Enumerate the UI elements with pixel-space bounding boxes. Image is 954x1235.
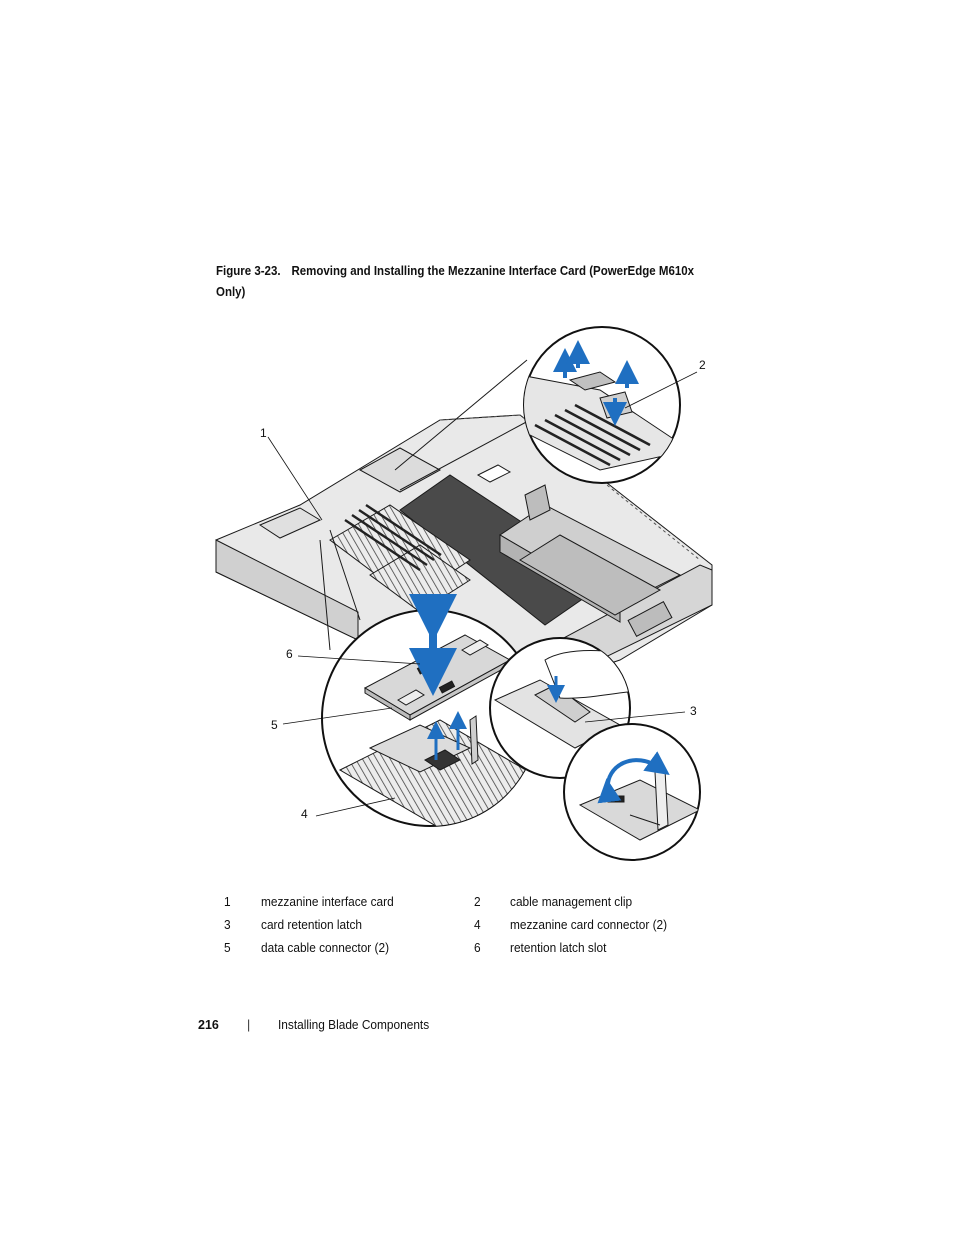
figure-caption: Figure 3-23.Removing and Installing the … bbox=[216, 261, 694, 303]
figure-title: Removing and Installing the Mezzanine In… bbox=[216, 264, 695, 299]
figure-number: Figure 3-23. bbox=[216, 264, 281, 278]
callout-5: 5 bbox=[271, 718, 278, 732]
legend-label: data cable connector (2) bbox=[261, 941, 390, 955]
rotate-arrow bbox=[597, 751, 670, 804]
callout-6: 6 bbox=[286, 647, 293, 661]
footer-separator: | bbox=[247, 1018, 251, 1032]
legend-number: 1 bbox=[224, 895, 231, 909]
legend-number: 5 bbox=[224, 941, 231, 955]
legend-label: retention latch slot bbox=[510, 941, 607, 955]
legend-number: 3 bbox=[224, 918, 231, 932]
blade-chassis bbox=[215, 414, 713, 701]
legend-number: 6 bbox=[474, 941, 481, 955]
legend-row: 3 card retention latch 4 mezzanine card … bbox=[216, 916, 736, 939]
insert-arrows-a bbox=[553, 340, 639, 426]
callout-leaders bbox=[267, 371, 698, 817]
section-title: Installing Blade Components bbox=[278, 1018, 430, 1032]
legend-row: 1 mezzanine interface card 2 cable manag… bbox=[216, 893, 736, 916]
legend-number: 4 bbox=[474, 918, 481, 932]
legend-label: cable management clip bbox=[510, 895, 633, 909]
inset-latch-slot bbox=[563, 723, 701, 861]
inset-cable-clip bbox=[523, 326, 681, 484]
legend-row: 5 data cable connector (2) 6 retention l… bbox=[216, 939, 736, 962]
callout-1: 1 bbox=[260, 426, 267, 440]
page-number: 216 bbox=[198, 1018, 219, 1032]
legend-label: mezzanine interface card bbox=[261, 895, 394, 909]
legend-label: mezzanine card connector (2) bbox=[510, 918, 668, 932]
legend-number: 2 bbox=[474, 895, 481, 909]
callout-4: 4 bbox=[301, 807, 308, 821]
legend-label: card retention latch bbox=[261, 918, 362, 932]
callout-legend: 1 mezzanine interface card 2 cable manag… bbox=[216, 893, 736, 962]
insert-arrows-b bbox=[409, 594, 467, 760]
callout-2: 2 bbox=[699, 358, 706, 372]
callout-3: 3 bbox=[690, 704, 697, 718]
